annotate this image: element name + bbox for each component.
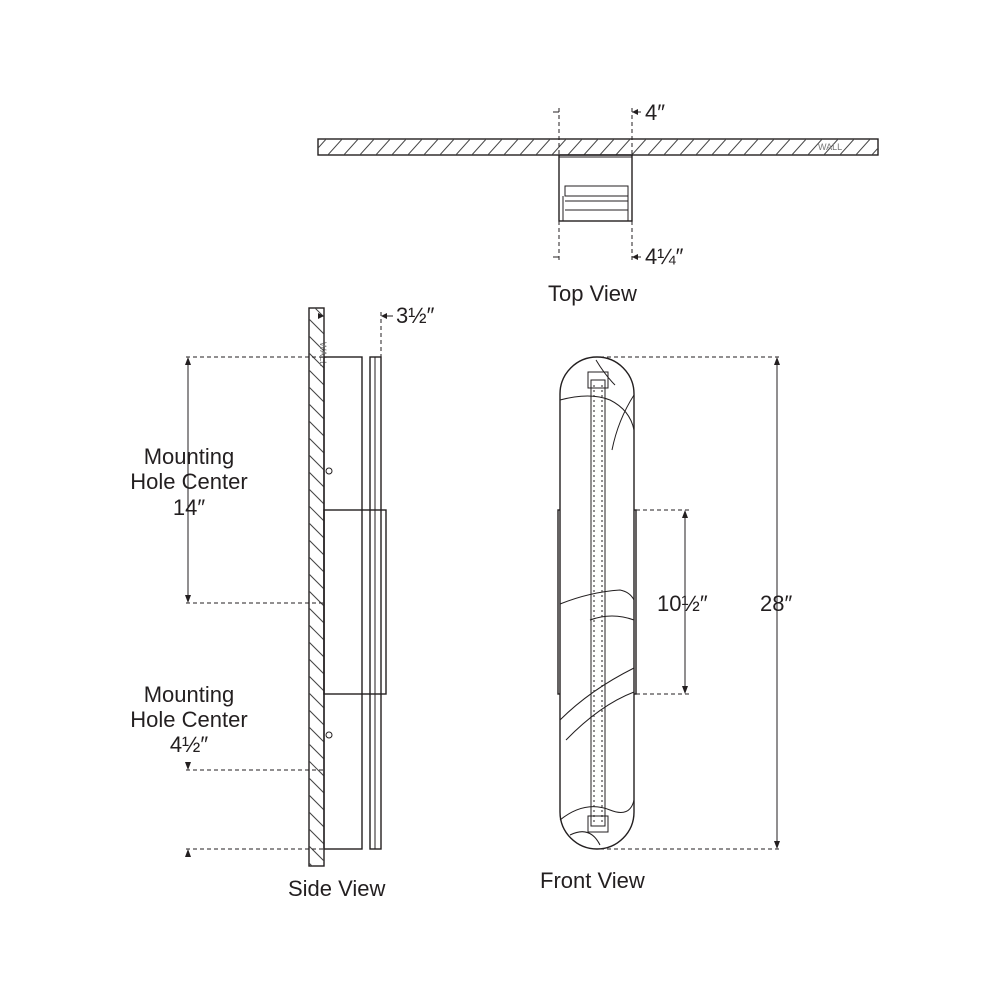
upper-screw-icon [325, 467, 333, 475]
front-height-label: 28″ [760, 591, 792, 616]
mounting-upper-line3: 14″ [173, 495, 205, 520]
top-view: WALL 4″ 4¼″ Top View [317, 100, 879, 306]
top-depth-label: 4″ [645, 100, 665, 125]
mounting-4-5-dimension [185, 762, 191, 857]
top-depth-dimension: 4″ [553, 100, 665, 155]
top-width-dimension: 4¼″ [553, 221, 684, 269]
top-wall-label: WALL [818, 142, 842, 152]
front-backplate-label: 10½″ [657, 591, 708, 616]
side-wall-label: WALL [318, 342, 328, 366]
top-width-label: 4¼″ [645, 244, 684, 269]
front-view-title: Front View [540, 868, 645, 893]
side-view-title: Side View [288, 876, 386, 901]
lower-screw-icon [325, 731, 333, 739]
top-wall: WALL [317, 138, 879, 156]
mounting-upper-line2: Hole Center [130, 469, 247, 494]
front-view: 10½″ 28″ Front View [540, 356, 792, 893]
mounting-upper-line1: Mounting [144, 444, 235, 469]
mounting-14-dimension [185, 357, 191, 603]
top-fixture [558, 154, 633, 222]
front-height-dimension: 28″ [600, 356, 792, 850]
front-fixture [557, 356, 637, 850]
side-projection-dimension: 3½″ [318, 303, 435, 357]
mounting-lower-line1: Mounting [144, 682, 235, 707]
side-view: WALL 3½″ [130, 303, 435, 901]
side-wall: WALL [308, 307, 328, 867]
mounting-lower-line2: Hole Center [130, 707, 247, 732]
side-fixture [323, 356, 387, 850]
side-projection-label: 3½″ [396, 303, 435, 328]
top-view-title: Top View [548, 281, 637, 306]
mounting-lower-line3: 4½″ [170, 732, 209, 757]
front-backplate-dimension: 10½″ [636, 509, 708, 695]
